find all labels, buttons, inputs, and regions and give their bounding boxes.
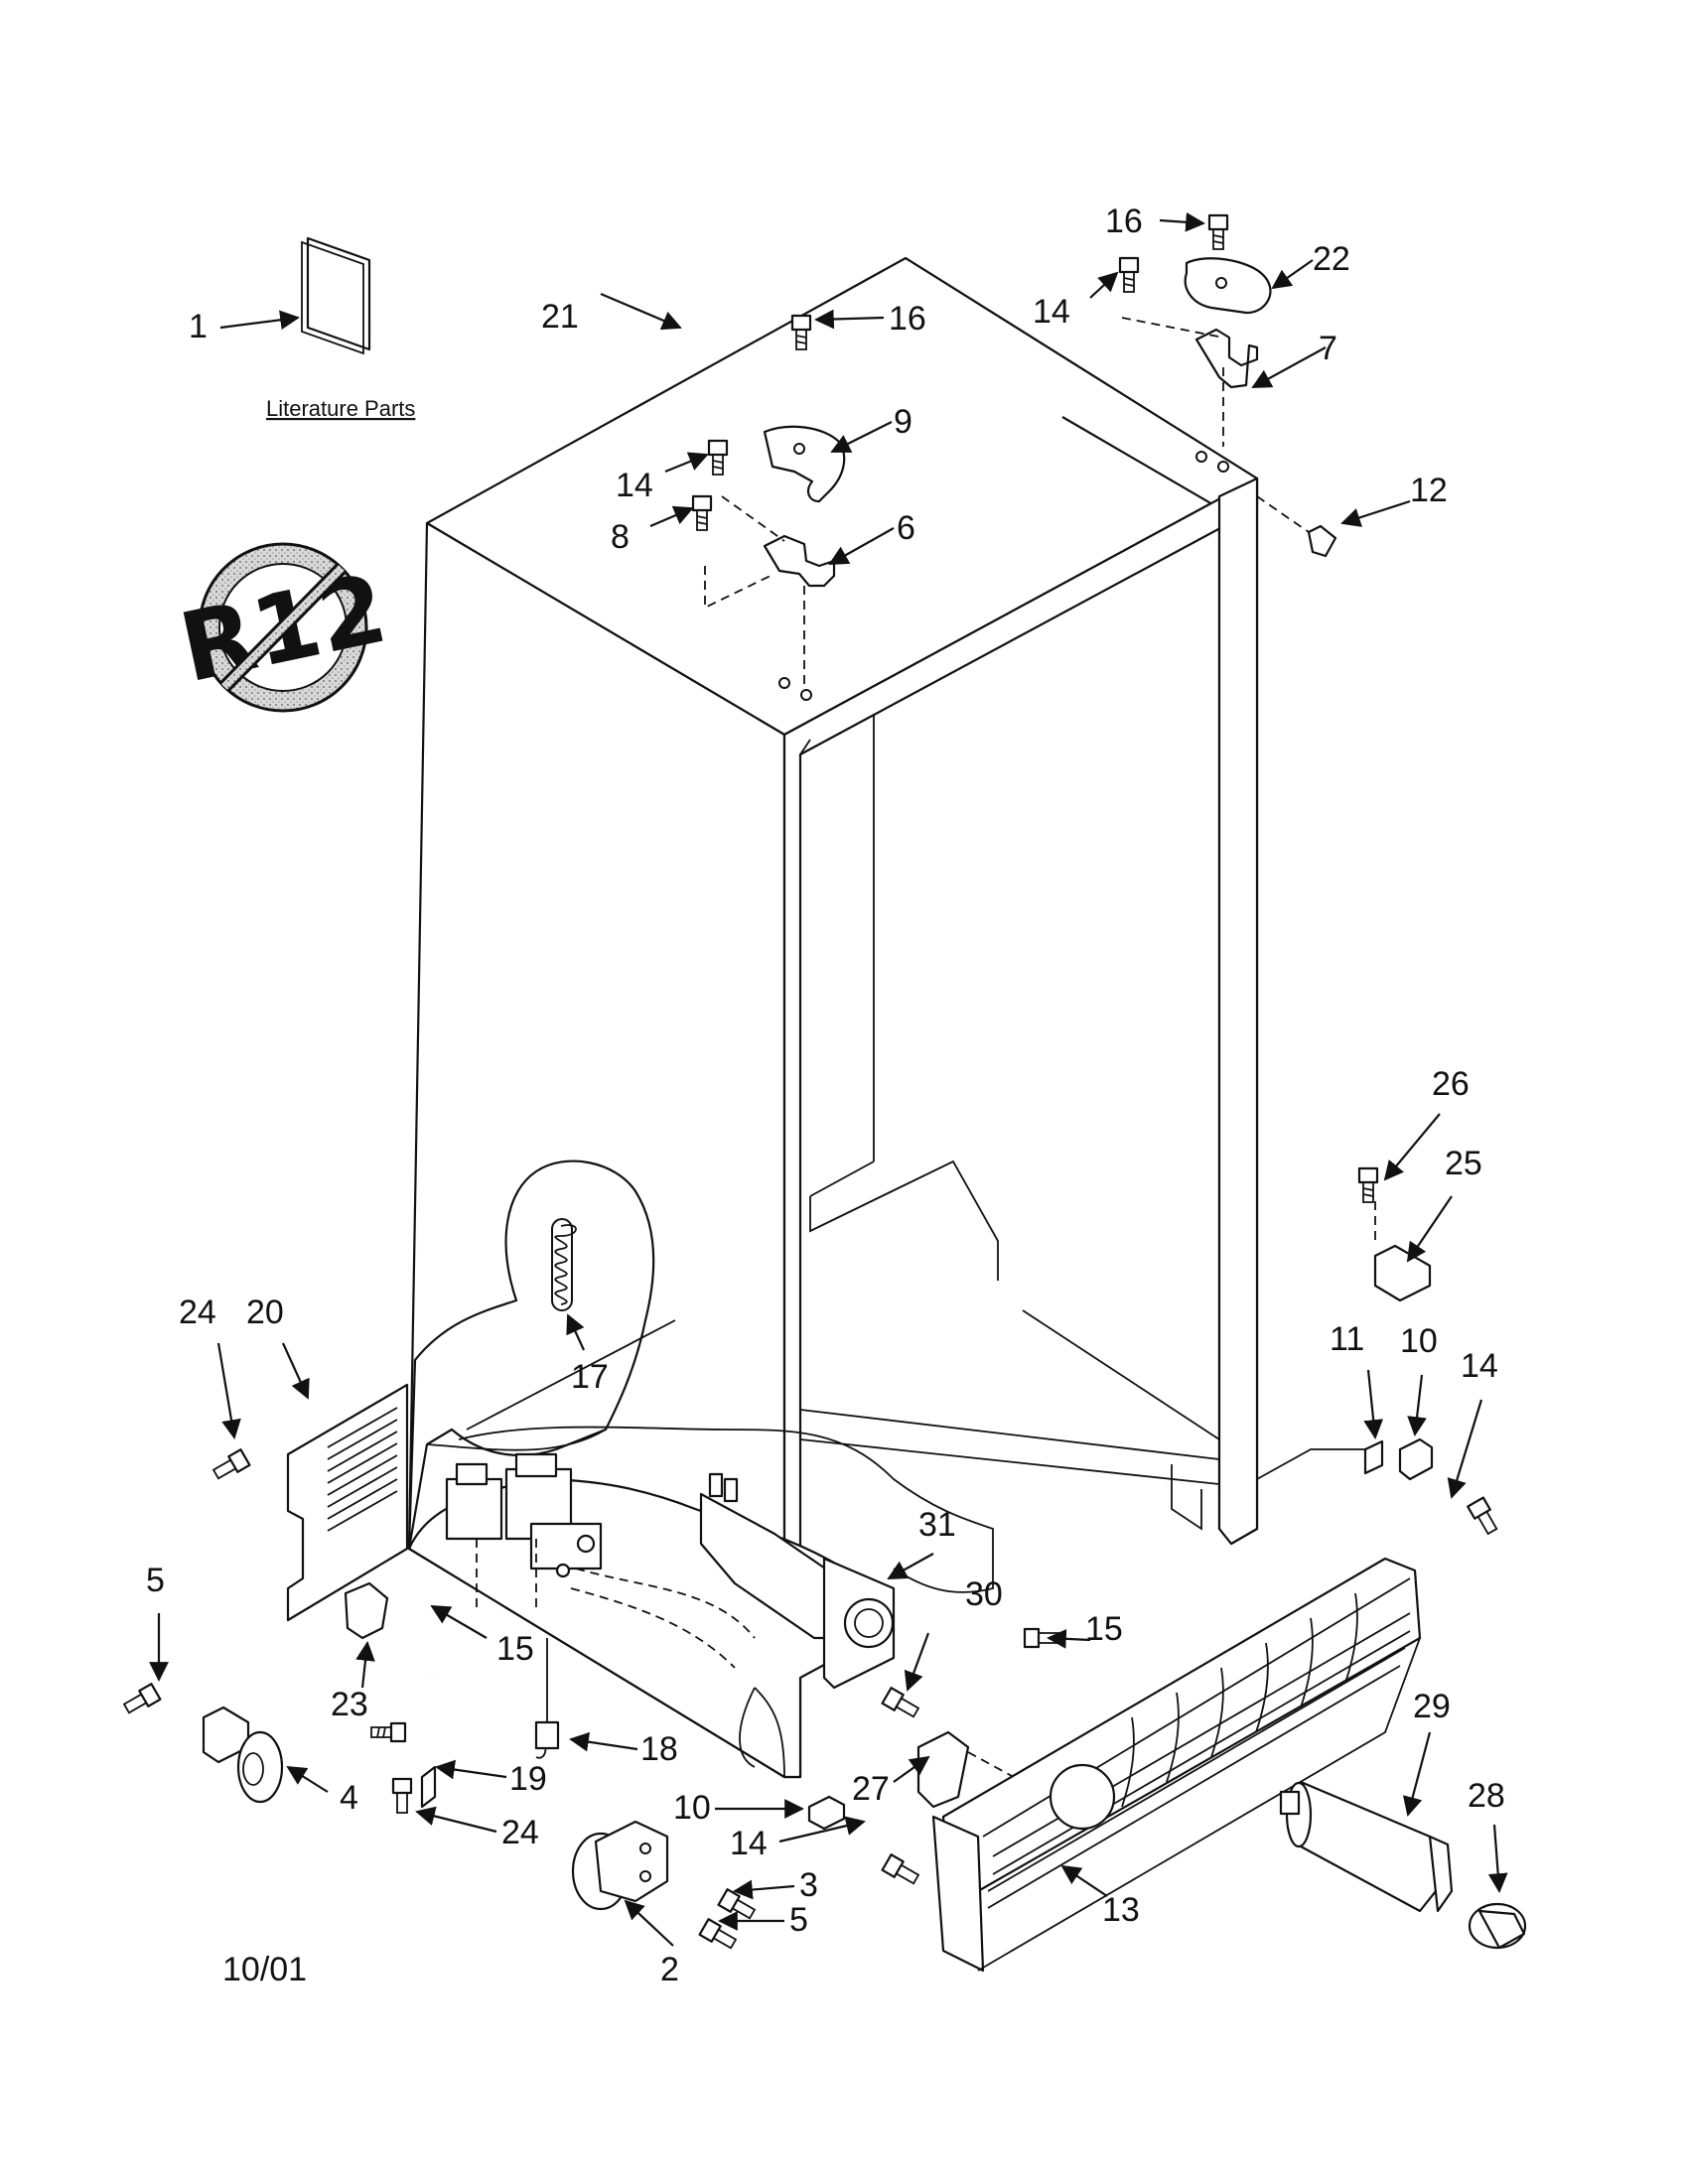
callout-17: 17 [571,1358,609,1396]
bracket-10-right [1398,1437,1434,1481]
callout-24-bottom: 24 [501,1814,539,1851]
callout-2: 2 [660,1951,679,1988]
literature-parts-label: Literature Parts [266,396,415,421]
revision-date: 10/01 [222,1951,307,1988]
callout-21: 21 [541,298,579,336]
callout-29: 29 [1413,1688,1451,1725]
pin-12-line [1256,495,1310,533]
callout-10: 10 [1400,1322,1438,1360]
bracket-line [1256,1448,1365,1480]
callout-6: 6 [897,509,915,547]
callout-7: 7 [1319,330,1337,367]
pin-12 [1307,524,1337,558]
bracket-23 [344,1581,389,1640]
callout-11: 11 [1330,1320,1364,1358]
callout-14-right: 14 [1461,1347,1498,1385]
callout-10-bottom: 10 [673,1789,711,1827]
literature-parts: Literature Parts [266,236,415,421]
callout-14: 14 [616,467,653,504]
callout-18: 18 [640,1730,678,1768]
bracket-10-bottom [807,1795,846,1831]
bracket-27 [916,1730,970,1809]
tube-fitting [555,1563,571,1578]
callout-3: 3 [799,1866,818,1904]
screws [122,213,1498,1950]
roller-assembly-2 [571,1820,669,1911]
filter-housing-31 [699,1472,896,1690]
top-hinge-right [1121,257,1272,473]
callout-12: 12 [1410,472,1448,509]
coil-part-17 [551,1218,577,1311]
water-filter-29 [1279,1780,1454,1913]
water-valves [445,1452,603,1608]
bracket-11 [1363,1439,1384,1475]
callout-15-right: 15 [1085,1610,1123,1648]
rear-panel-20 [286,1383,409,1622]
callout-1: 1 [189,308,208,345]
callout-14-top: 14 [1033,293,1070,331]
roller-adjust-25 [1373,1244,1432,1302]
callout-20: 20 [246,1294,284,1331]
callout-14-bottom: 14 [730,1825,768,1862]
callout-23: 23 [331,1686,368,1723]
callout-16-top: 16 [1105,203,1143,240]
callout-27: 27 [852,1770,890,1808]
callout-26: 26 [1432,1065,1470,1103]
callout-24: 24 [179,1294,216,1331]
top-hinge-center [704,425,846,701]
callout-30: 30 [965,1575,1003,1613]
refrigerator-cabinet [407,256,1259,1779]
callout-28: 28 [1468,1777,1505,1815]
base-grille-13 [931,1557,1422,1973]
callout-8: 8 [611,518,630,556]
callout-25: 25 [1445,1145,1482,1182]
callout-numbers: 1 21 16 9 14 8 6 16 22 14 7 12 26 25 11 … [146,203,1505,1988]
callout-15-left: 15 [496,1630,534,1668]
callout-31: 31 [918,1506,956,1544]
filter-cap-28 [1468,1902,1527,1950]
roller-assembly-4 [202,1706,284,1804]
callout-13: 13 [1102,1891,1140,1929]
callout-4: 4 [340,1779,358,1817]
leader-lines [149,211,1508,1947]
callout-5-left: 5 [146,1562,165,1599]
no-r12-symbol: R12 [171,542,395,713]
callout-9: 9 [894,403,912,441]
callout-5-bottom: 5 [789,1901,808,1939]
callout-16: 16 [889,300,926,338]
callout-19: 19 [509,1760,547,1798]
callout-22: 22 [1313,240,1350,278]
water-line-18-19 [420,1638,560,1809]
water-tube-dashed-2 [570,1587,736,1669]
